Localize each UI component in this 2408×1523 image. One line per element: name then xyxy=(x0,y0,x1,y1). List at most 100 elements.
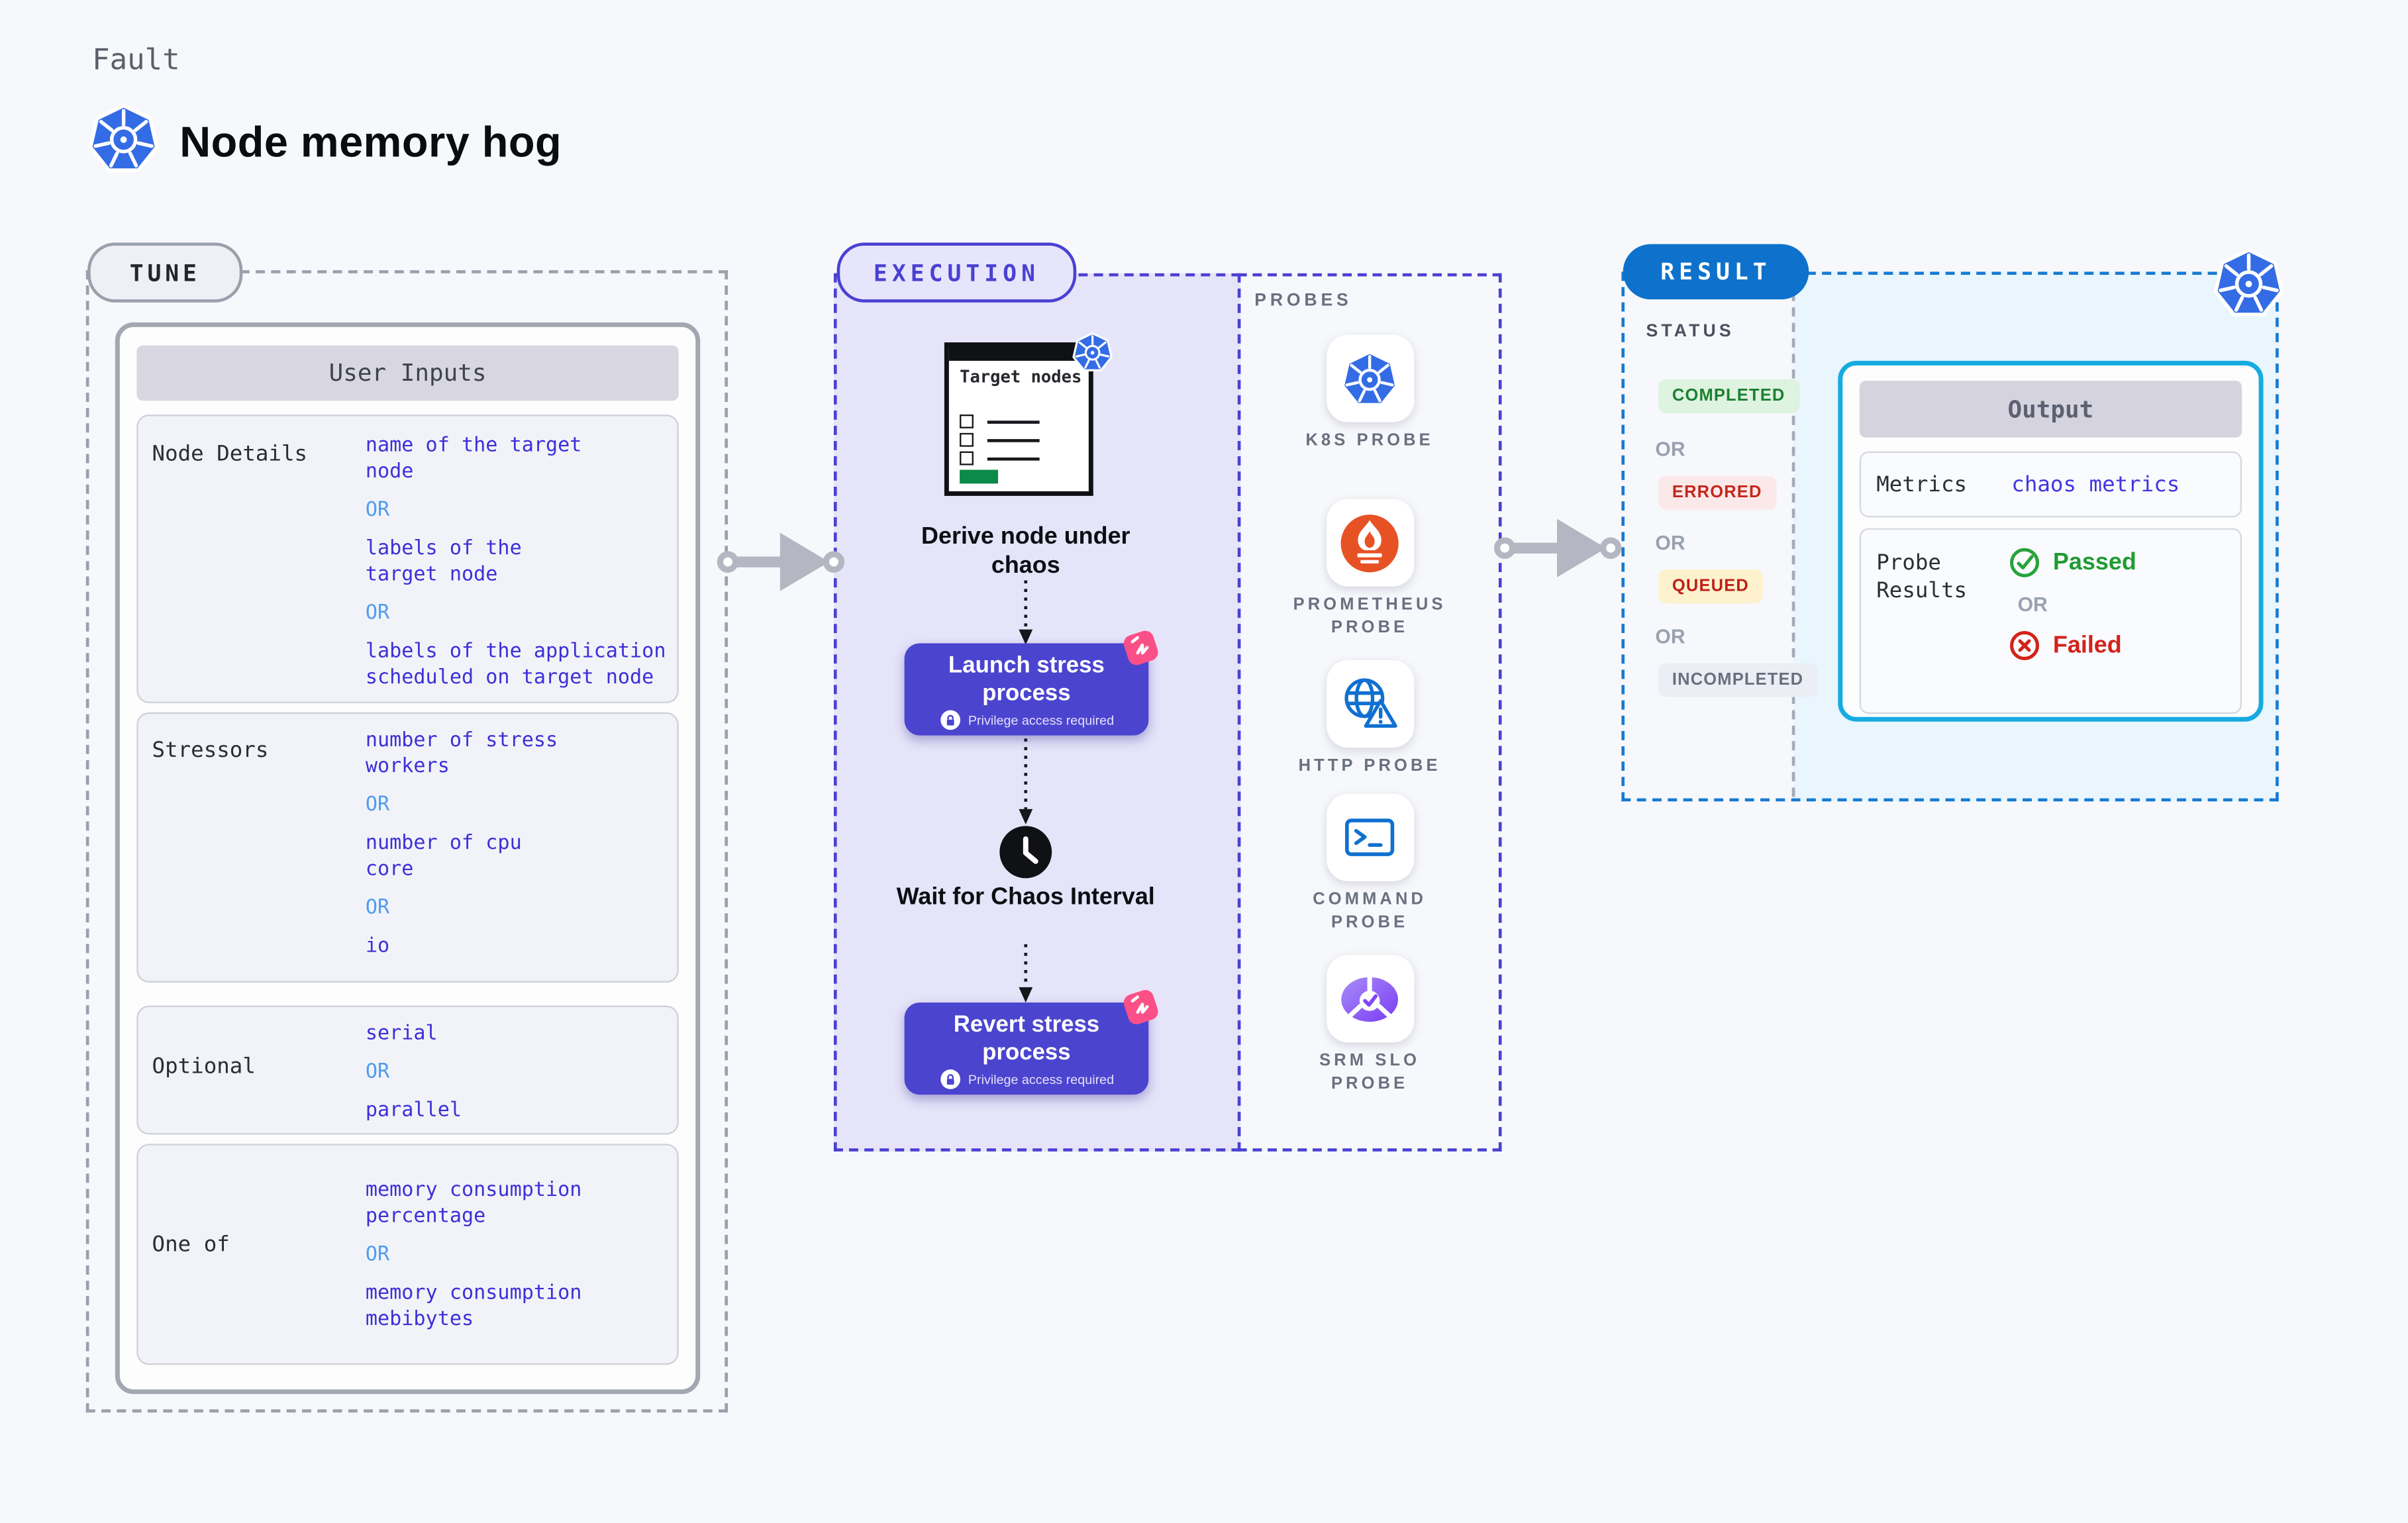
revert-stress-process-node: Revert stress process Privilege access r… xyxy=(904,1003,1149,1095)
probe-k8s: K8S PROBE xyxy=(1278,334,1462,453)
metrics-label: Metrics xyxy=(1876,471,1968,497)
or-separator: OR xyxy=(365,793,390,817)
or-separator: OR xyxy=(1655,531,1685,554)
or-separator: OR xyxy=(365,499,390,522)
row-values: number of stress workers OR number of cp… xyxy=(366,714,677,981)
probe-srm-slo: SRM SLO PROBE xyxy=(1278,955,1462,1096)
clock-icon xyxy=(998,824,1053,879)
option-value: labels of the target node xyxy=(365,537,522,587)
step-revert-label: Revert stress process xyxy=(953,1011,1100,1066)
or-separator: OR xyxy=(365,601,390,625)
probe-results-row: Probe Results Passed OR Failed xyxy=(1859,528,2242,714)
row-label: One of xyxy=(152,1232,230,1257)
or-separator: OR xyxy=(365,1244,390,1267)
list-line xyxy=(987,420,1040,424)
table-row-node-details: Node Details name of the target node OR … xyxy=(136,415,679,703)
table-row-optional: Optional serial OR parallel xyxy=(136,1005,679,1135)
globe-warning-icon xyxy=(1337,671,1401,736)
option-value: name of the target node xyxy=(365,434,582,484)
x-circle-icon xyxy=(2009,630,2041,662)
flow-connector xyxy=(1019,944,1033,1003)
lock-icon xyxy=(939,709,960,730)
status-badge-incompleted: INCOMPLETED xyxy=(1658,663,1818,697)
list-line xyxy=(987,457,1040,461)
probe-results-values: Passed OR Failed xyxy=(2009,546,2136,712)
passed-label: Passed xyxy=(2052,548,2136,575)
option-value: labels of the application scheduled on t… xyxy=(365,640,666,690)
option-value: parallel xyxy=(365,1099,462,1122)
probe-label: K8S PROBE xyxy=(1305,431,1434,450)
or-separator: OR xyxy=(1655,624,1685,648)
option-value: number of cpu core xyxy=(365,832,522,881)
privilege-note: Privilege access required xyxy=(939,709,1114,730)
checkbox-icon xyxy=(960,451,974,466)
kubernetes-icon xyxy=(87,103,160,175)
privilege-note-text: Privilege access required xyxy=(968,1071,1115,1087)
probe-prometheus: PROMETHEUS PROBE xyxy=(1278,499,1462,640)
flow-arrow-tune-to-execution xyxy=(717,532,845,591)
green-button-graphic xyxy=(960,469,999,484)
prometheus-icon xyxy=(1339,512,1401,573)
target-nodes-title: Target nodes xyxy=(960,367,1082,387)
status-badge-queued: QUEUED xyxy=(1658,569,1763,604)
probe-command: COMMAND PROBE xyxy=(1278,793,1462,935)
or-separator: OR xyxy=(1655,437,1685,461)
window-title-bar xyxy=(948,346,1089,361)
result-badge: RESULT xyxy=(1623,244,1809,300)
user-inputs-table: User Inputs Node Details name of the tar… xyxy=(115,322,701,1395)
flow-connector xyxy=(1019,580,1033,645)
probe-label: PROMETHEUS PROBE xyxy=(1293,595,1446,638)
metrics-value: chaos metrics xyxy=(2011,471,2180,497)
gauge-check-icon xyxy=(1336,965,1403,1032)
privilege-note: Privilege access required xyxy=(939,1069,1114,1090)
probe-results-label: Probe Results xyxy=(1876,551,1968,604)
lock-icon xyxy=(939,1069,960,1090)
probe-label: COMMAND PROBE xyxy=(1313,890,1427,932)
probes-heading: PROBES xyxy=(1254,291,1352,311)
option-value: memory consumption percentage xyxy=(365,1179,582,1228)
or-separator: OR xyxy=(2017,592,2048,616)
probe-card xyxy=(1326,660,1414,748)
or-separator: OR xyxy=(365,1061,390,1084)
status-badge-errored: ERRORED xyxy=(1658,475,1776,510)
step-derive-label: Derive node under chaos xyxy=(921,523,1130,579)
failed-label: Failed xyxy=(2052,632,2122,658)
terminal-icon xyxy=(1339,807,1401,868)
kubernetes-icon xyxy=(1340,349,1399,407)
list-line xyxy=(987,439,1040,442)
probe-card xyxy=(1326,793,1414,881)
flow-connector xyxy=(1019,738,1033,825)
flow-arrow-execution-to-result xyxy=(1493,518,1622,577)
user-inputs-header: User Inputs xyxy=(136,345,679,401)
tune-badge: TUNE xyxy=(87,242,243,303)
check-circle-icon xyxy=(2009,546,2041,579)
row-label: Stressors xyxy=(152,738,269,763)
probe-card xyxy=(1326,955,1414,1043)
status-heading: STATUS xyxy=(1646,322,1734,341)
probe-card xyxy=(1326,334,1414,422)
row-values: serial OR parallel xyxy=(366,1007,677,1133)
probe-card xyxy=(1326,499,1414,587)
launch-stress-process-node: Launch stress process Privilege access r… xyxy=(904,643,1149,736)
table-row-one-of: One of memory consumption percentage OR … xyxy=(136,1144,679,1365)
page-title: Node memory hog xyxy=(179,118,562,166)
probe-http: HTTP PROBE xyxy=(1278,660,1462,779)
option-value: memory consumption mebibytes xyxy=(365,1281,582,1332)
option-value: number of stress workers xyxy=(365,729,558,779)
checkbox-icon xyxy=(960,432,974,447)
status-badge-completed: COMPLETED xyxy=(1658,379,1799,413)
tune-section-outline xyxy=(85,270,728,1413)
row-label: Node Details xyxy=(152,442,308,467)
option-value: io xyxy=(365,934,390,958)
execution-badge: EXECUTION xyxy=(836,242,1077,303)
probes-panel xyxy=(1237,273,1502,1152)
step-wait-label: Wait for Chaos Interval xyxy=(896,884,1155,910)
metrics-row: Metrics chaos metrics xyxy=(1859,451,2242,518)
or-separator: OR xyxy=(365,897,390,920)
kubernetes-icon xyxy=(2213,247,2285,319)
checkbox-icon xyxy=(960,415,974,428)
row-values: name of the target node OR labels of the… xyxy=(366,416,677,701)
fault-eyebrow: Fault xyxy=(92,42,180,77)
